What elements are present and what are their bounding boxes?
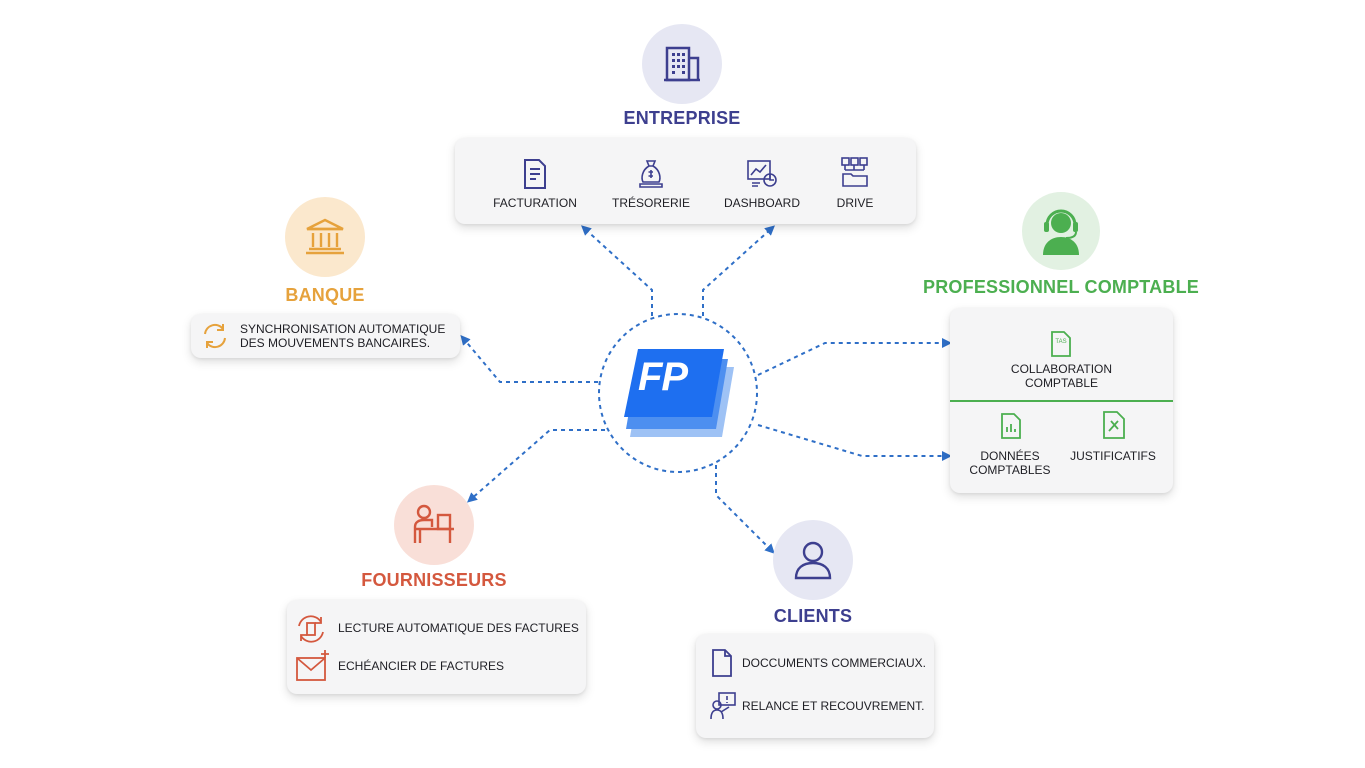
link-to-clients: [715, 465, 775, 554]
tresorerie-label: TRÉSORERIE: [611, 196, 690, 210]
comptable-title: PROFESSIONNEL COMPTABLE: [923, 277, 1199, 297]
banque-line-2: DES MOUVEMENTS BANCAIRES.: [240, 336, 431, 350]
entreprise-title: ENTREPRISE: [623, 108, 741, 128]
document-icon: [712, 649, 732, 677]
dashboard-label: DASHBOARD: [723, 196, 800, 210]
fournisseurs-icon-circle: [394, 485, 474, 565]
user-icon: [794, 541, 832, 580]
fournisseurs-title: FOURNISSEURS: [361, 570, 507, 590]
headset-person-icon: [1043, 209, 1079, 255]
collaboration-line-2: COMPTABLE: [1024, 376, 1099, 390]
money-bag-icon: [639, 160, 663, 188]
fournisseurs-item-2: ECHÉANCIER DE FACTURES: [338, 659, 505, 673]
clients-item-1: DOCCUMENTS COMMERCIAUX.: [742, 656, 927, 670]
link-to-facturation: [581, 225, 653, 316]
drive-folder-icon: [841, 157, 868, 187]
tax-document-icon: [1051, 331, 1071, 357]
logo-text: FP: [638, 355, 688, 399]
entreprise-icon-circle: [642, 24, 722, 104]
donnees-line-1: DONNÉES: [980, 449, 1040, 463]
fournisseurs-item-1: LECTURE AUTOMATIQUE DES FACTURES: [338, 621, 579, 635]
link-to-fournisseurs: [466, 429, 605, 503]
comptable-card: TAS COLLABORATION COMPTABLE DONNÉES COMP…: [950, 308, 1173, 493]
collaboration-line-1: COLLABORATION: [1010, 362, 1113, 376]
reminder-icon: [710, 692, 736, 720]
mail-plus-icon: [296, 650, 329, 681]
comptable-divider: [950, 400, 1173, 402]
clients-icon-circle: [773, 520, 853, 600]
building-icon: [664, 46, 700, 82]
receipt-document-icon: [1103, 411, 1125, 439]
chart-document-icon: [1001, 413, 1021, 439]
link-to-banque: [460, 334, 598, 383]
banque-title: BANQUE: [285, 285, 365, 305]
clients-item-2: RELANCE ET RECOUVREMENT.: [742, 699, 925, 713]
facturation-label: FACTURATION: [493, 196, 577, 210]
link-to-comptable-bottom: [757, 424, 952, 461]
dashboard-icon: [747, 160, 777, 187]
banque-line-1: SYNCHRONISATION AUTOMATIQUE: [240, 322, 446, 336]
fournisseurs-card: LECTURE AUTOMATIQUE DES FACTURES ECHÉANC…: [287, 600, 586, 694]
justificatifs-label: JUSTIFICATIFS: [1070, 449, 1156, 463]
invoice-icon: [524, 159, 546, 189]
banque-icon-circle: [285, 197, 365, 277]
tax-doc-tag: TAS: [1055, 339, 1067, 345]
fp-logo: FP: [624, 345, 736, 441]
center-dashed-ring: [598, 313, 758, 473]
sync-icon: [204, 323, 226, 349]
comptable-icon-circle: [1022, 192, 1100, 270]
donnees-line-2: COMPTABLES: [969, 463, 1051, 477]
link-to-comptable-top: [757, 338, 952, 376]
desk-person-icon: [413, 504, 454, 543]
clients-title: CLIENTS: [773, 606, 853, 626]
entreprise-card: FACTURATION TRÉSORERIE DASHBOARD DRIVE: [455, 138, 916, 224]
clients-card: DOCCUMENTS COMMERCIAUX. RELANCE ET RECOU…: [696, 634, 934, 738]
link-to-dashboard: [702, 225, 775, 316]
invoice-sync-icon: [298, 615, 324, 643]
bank-icon: [306, 218, 344, 255]
drive-label: DRIVE: [836, 196, 874, 210]
banque-card: SYNCHRONISATION AUTOMATIQUE DES MOUVEMEN…: [191, 314, 460, 358]
